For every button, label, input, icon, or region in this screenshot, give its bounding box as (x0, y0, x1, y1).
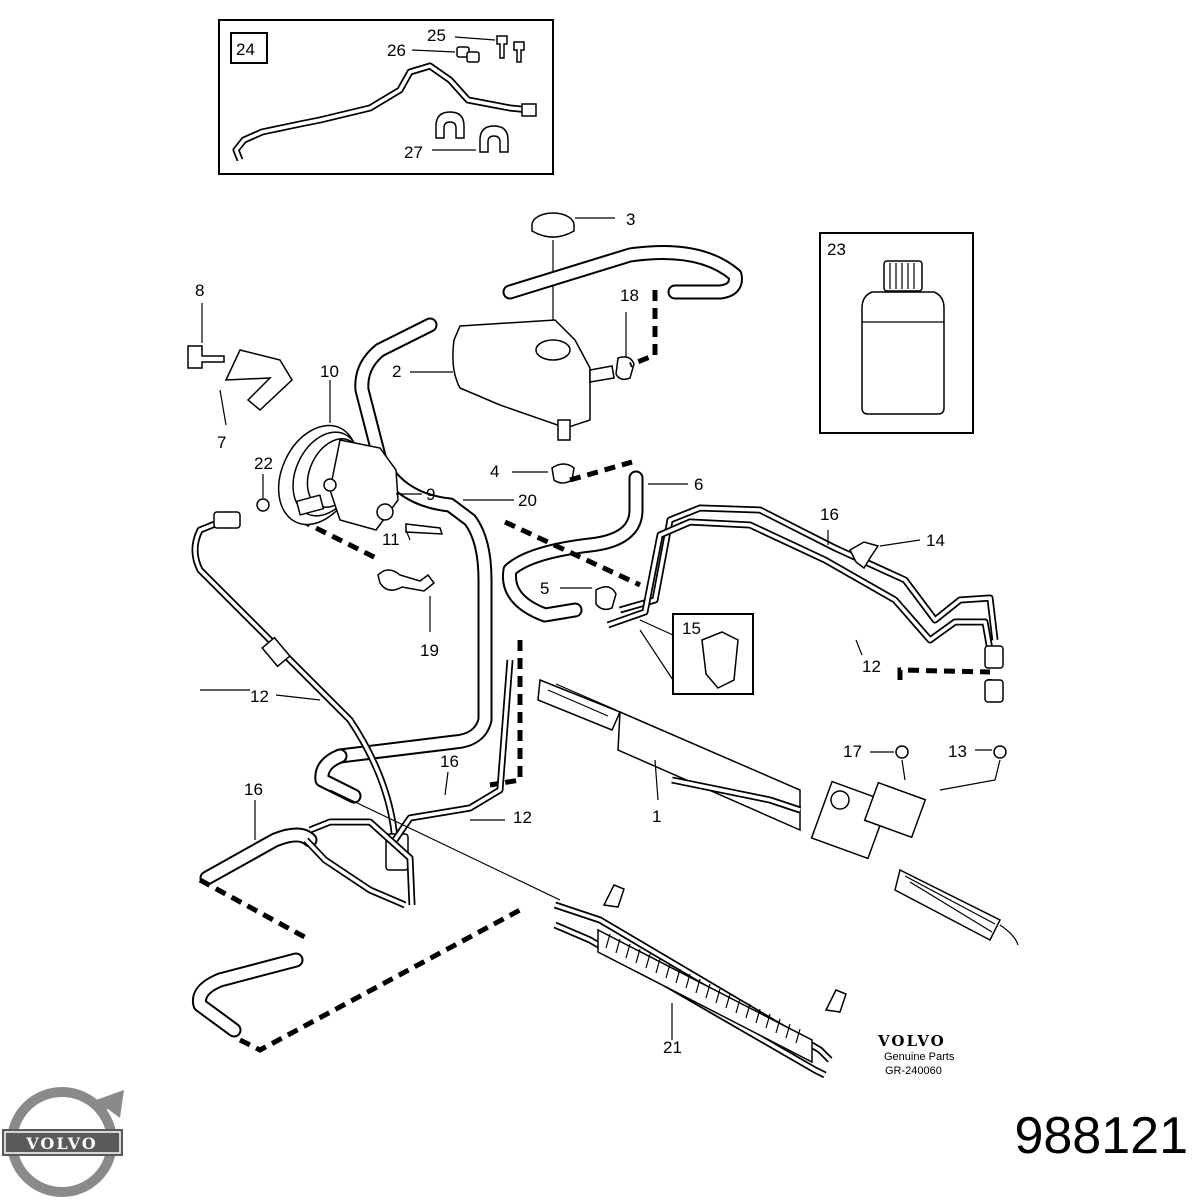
fluid-bottle-icon (861, 260, 945, 415)
callout-7: 7 (217, 433, 226, 452)
callout-4: 4 (490, 462, 499, 481)
volvo-logo: VOLVO (2, 1087, 124, 1197)
callout-16b: 16 (440, 752, 459, 771)
callout-3: 3 (626, 210, 635, 229)
callout-6: 6 (694, 475, 703, 494)
callout-26: 26 (387, 41, 406, 60)
clip-19: 19 (377, 569, 439, 660)
callout-12b: 12 (862, 657, 881, 676)
callout-20: 20 (518, 491, 537, 510)
callout-1: 1 (652, 807, 661, 826)
callout-19: 19 (420, 641, 439, 660)
oil-cooler: 21 (553, 884, 847, 1079)
callout-21: 21 (663, 1038, 682, 1057)
inset-box-15: 15 (639, 613, 754, 695)
callout-18: 18 (620, 286, 639, 305)
inset-box-24: 24 25 26 27 (218, 19, 554, 175)
callout-12a: 12 (250, 687, 269, 706)
reservoir-group: 3 2 18 4 (392, 210, 639, 484)
callout-11: 11 (382, 530, 400, 549)
genuine-volvo-wordmark: VOLVO (877, 1032, 946, 1050)
callout-23: 23 (827, 240, 846, 259)
hoses-rubber: 5 6 20 (191, 245, 743, 1038)
callout-24: 24 (236, 40, 255, 59)
callout-13: 13 (948, 742, 967, 761)
callout-2: 2 (392, 362, 401, 381)
pipes-metal: 12 12 12 16 16 16 (191, 504, 1004, 909)
volvo-logo-text: VOLVO (25, 1134, 98, 1153)
genuine-parts-label: Genuine Parts (884, 1051, 955, 1063)
callout-9: 9 (426, 485, 435, 504)
callout-15: 15 (682, 619, 701, 638)
callout-16c: 16 (244, 780, 263, 799)
steering-rack: 1 17 13 (537, 678, 1019, 946)
callout-8: 8 (195, 281, 204, 300)
dashed-connections (198, 290, 993, 1053)
reservoir-cap-icon (531, 212, 575, 238)
callout-27: 27 (404, 143, 423, 162)
callout-14: 14 (926, 531, 945, 550)
callout-16a: 16 (820, 505, 839, 524)
genuine-parts-block: VOLVO Genuine Parts GR-240060 (877, 1032, 955, 1077)
callout-22: 22 (254, 454, 273, 473)
inset-box-23: 23 (819, 232, 974, 434)
callout-17: 17 (843, 742, 862, 761)
callout-25: 25 (427, 26, 446, 45)
steering-pump: 10 9 11 22 (213, 362, 444, 549)
clip-14: 14 (849, 531, 945, 570)
callout-10: 10 (320, 362, 339, 381)
callout-5: 5 (540, 579, 549, 598)
callout-12c: 12 (513, 808, 532, 827)
diagram-code: GR-240060 (885, 1065, 942, 1077)
part-number: 988121 (1014, 1107, 1188, 1165)
pump-bracket: 8 7 (187, 281, 293, 452)
